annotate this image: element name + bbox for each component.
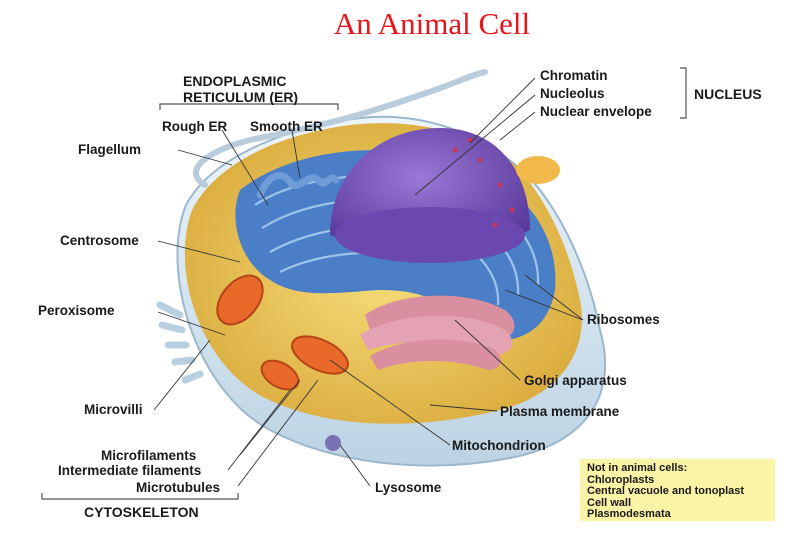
label-rough-er: Rough ER xyxy=(162,119,227,135)
label-intermediate-filaments: Intermediate filaments xyxy=(58,463,201,479)
lysosome-shape xyxy=(325,435,341,451)
nucleolus-shape xyxy=(335,207,525,263)
label-microtubules: Microtubules xyxy=(136,480,220,496)
golgi-shape xyxy=(360,296,514,370)
label-mitochondrion: Mitochondrion xyxy=(452,438,546,454)
label-golgi: Golgi apparatus xyxy=(524,373,627,389)
label-centrosome: Centrosome xyxy=(60,233,139,249)
label-nucleus-group: NUCLEUS xyxy=(694,86,762,102)
label-cytoskeleton-group: CYTOSKELETON xyxy=(84,504,199,520)
label-microvilli: Microvilli xyxy=(84,402,143,418)
er-heading-line1: ENDOPLASMIC xyxy=(183,73,298,89)
label-lysosome: Lysosome xyxy=(375,480,441,496)
label-flagellum: Flagellum xyxy=(78,142,141,158)
label-nuclear-envelope: Nuclear envelope xyxy=(540,104,652,120)
label-chromatin: Chromatin xyxy=(540,68,608,84)
label-plasma-membrane: Plasma membrane xyxy=(500,404,619,420)
er-heading-line2: RETICULUM (ER) xyxy=(183,89,298,105)
label-ribosomes: Ribosomes xyxy=(587,312,660,328)
not-in-animal-cells-box: Not in animal cells: Chloroplasts Centra… xyxy=(580,459,775,521)
label-microfilaments: Microfilaments xyxy=(101,448,196,464)
label-peroxisome: Peroxisome xyxy=(38,303,115,319)
label-smooth-er: Smooth ER xyxy=(250,119,323,135)
label-nucleolus: Nucleolus xyxy=(540,86,605,102)
er-heading: ENDOPLASMIC RETICULUM (ER) xyxy=(183,73,298,105)
vacuole-shape xyxy=(516,156,560,184)
note-item: Plasmodesmata xyxy=(580,509,775,521)
note-heading: Not in animal cells: xyxy=(580,459,775,475)
